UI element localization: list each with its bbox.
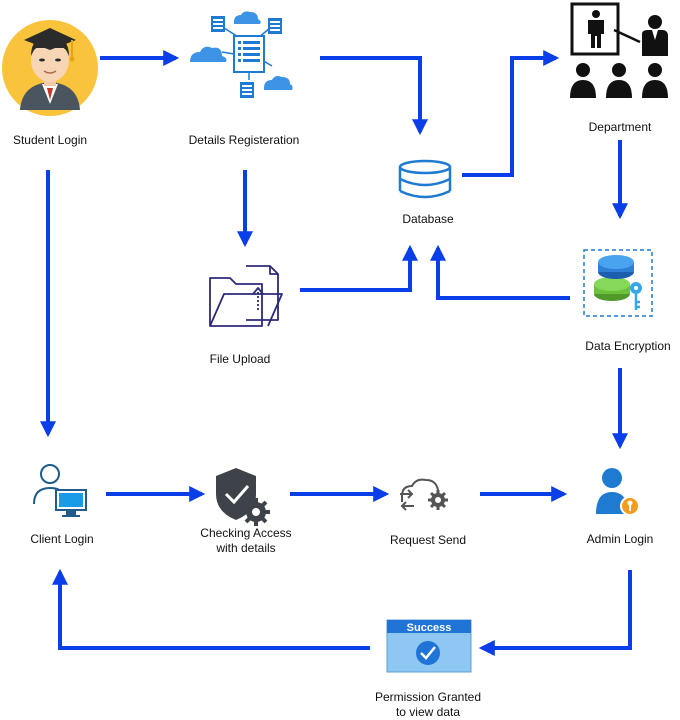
success-badge-text: Success	[407, 622, 452, 634]
cloud-gear-icon	[400, 478, 448, 511]
data-encryption-label: Data Encryption	[585, 339, 671, 353]
student-login-label: Student Login	[12, 133, 88, 147]
success-check-icon	[386, 619, 472, 673]
user-computer-icon	[33, 464, 87, 517]
presentation-icon	[570, 2, 668, 98]
permission-granted-label: Permission Granted to view data	[358, 690, 498, 720]
shield-gear-icon	[216, 468, 270, 526]
client-login-label: Client Login	[30, 532, 94, 546]
file-upload-label: File Upload	[209, 352, 271, 366]
request-send-label: Request Send	[389, 533, 467, 547]
registration-network-icon	[190, 11, 293, 98]
graduate-icon	[2, 20, 98, 116]
department-label: Department	[588, 120, 652, 134]
database-icon	[398, 159, 452, 199]
checking-access-line1: Checking Access	[200, 526, 292, 540]
admin-login-label: Admin Login	[586, 532, 654, 546]
folder-upload-icon	[209, 265, 283, 327]
details-registration-label: Details Registeration	[188, 133, 300, 147]
database-label: Database	[402, 212, 454, 226]
arrow-admin-to-permission	[478, 570, 632, 656]
checking-access-label: Checking Access with details	[184, 526, 308, 556]
encrypted-disk-icon	[583, 249, 653, 317]
permission-line1: Permission Granted	[374, 690, 482, 704]
checking-access-line2: with details	[216, 541, 276, 555]
admin-key-icon	[596, 468, 640, 516]
permission-line2: to view data	[395, 705, 461, 719]
arrow-registration-to-database	[320, 56, 428, 136]
arrow-fileupload-to-database	[300, 244, 418, 292]
arrow-permission-to-client	[52, 568, 370, 650]
arrow-database-to-department	[462, 50, 560, 177]
arrow-encryption-to-database	[430, 244, 570, 300]
